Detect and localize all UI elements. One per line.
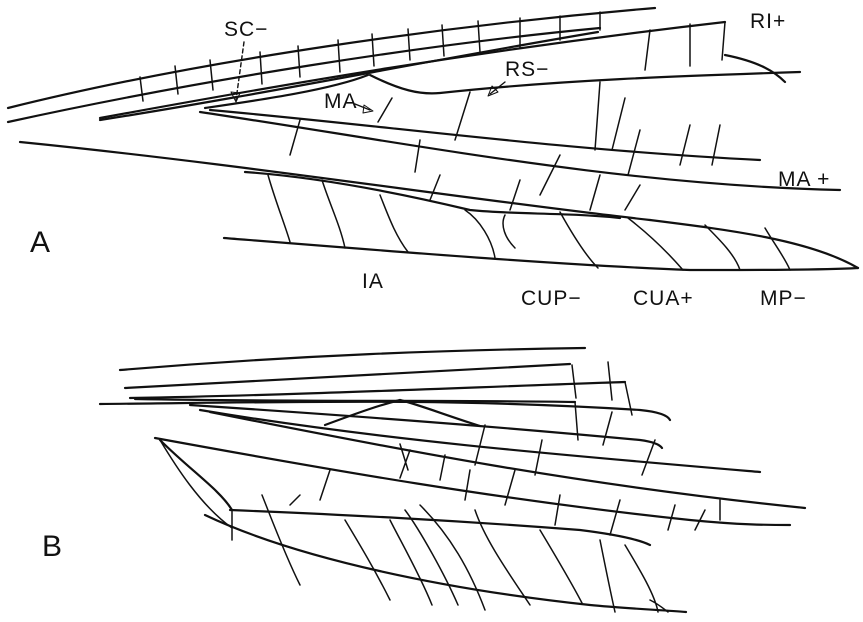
label-cup: CUP− [521, 287, 582, 310]
rs-vein [370, 72, 800, 93]
subcosta-vein-b [125, 364, 570, 388]
label-ia: IA [362, 270, 384, 293]
ma-branch-b [325, 400, 480, 426]
wing-b [100, 348, 805, 612]
label-mp: MP− [760, 287, 807, 310]
apex-margin-vein [650, 220, 858, 268]
rs-vein-b [135, 399, 575, 402]
arrow-sc [236, 42, 244, 100]
r1-tip-vein [725, 55, 785, 82]
label-sc: SC− [224, 18, 268, 41]
label-cua: CUA+ [633, 287, 694, 310]
label-ma-outer: MA + [778, 168, 830, 191]
wing-a [8, 8, 858, 270]
label-rs: RS− [505, 58, 549, 81]
label-r1: RI+ [750, 10, 786, 33]
ma-vein [210, 110, 760, 160]
hind-margin-vein [224, 238, 858, 270]
cu-vein [20, 142, 650, 220]
anal-crossveins-b [160, 440, 668, 612]
anal-crossvein [268, 175, 790, 270]
label-ma-inner: MA [324, 90, 358, 113]
mp-vein [200, 112, 840, 190]
hind-margin-b [205, 515, 686, 612]
panel-letter-a: A [30, 226, 50, 259]
panel-letter-b: B [42, 530, 62, 563]
